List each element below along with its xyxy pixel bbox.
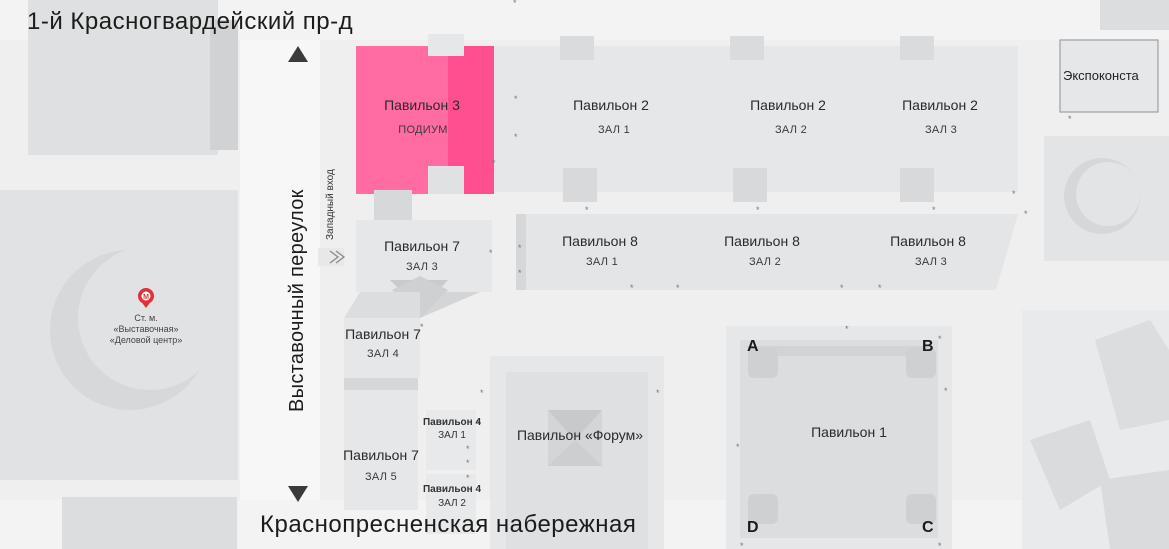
pavilion-2-hall-1-name[interactable]: Павильон 2 [573, 97, 649, 113]
svg-text:*: * [630, 283, 634, 293]
svg-text:*: * [938, 541, 942, 549]
pavilion-2-hall-2-name[interactable]: Павильон 2 [750, 97, 826, 113]
pavilion-8-hall-3: ЗАЛ 3 [914, 256, 948, 268]
svg-text:*: * [585, 205, 589, 215]
svg-text:*: * [1024, 209, 1028, 219]
expocenter-label[interactable]: Экспоконста [1063, 68, 1139, 83]
metro-station-label: Ст. м. «Выставочная» «Деловой центр» [109, 313, 183, 345]
svg-text:*: * [845, 324, 849, 334]
svg-text:*: * [676, 283, 680, 293]
pavilion-7-hall-5: ЗАЛ 5 [364, 471, 398, 483]
svg-text:*: * [878, 283, 882, 293]
arrow-down-icon [288, 486, 308, 502]
svg-text:*: * [1012, 189, 1016, 199]
pavilion-7-hall-3-name[interactable]: Павильон 7 [384, 238, 460, 254]
svg-text:*: * [466, 458, 470, 468]
street-left-label: Выставочный переулок [286, 189, 308, 412]
pavilion-2-hall-3: ЗАЛ 3 [924, 124, 958, 136]
svg-text:*: * [1068, 114, 1072, 124]
arrow-up-icon [288, 46, 308, 62]
corner-a-label: A [747, 338, 759, 355]
pavilion-1-name[interactable]: Павильон 1 [811, 424, 887, 440]
pavilion-4-hall-2: ЗАЛ 2 [438, 498, 466, 509]
svg-text:*: * [932, 205, 936, 215]
svg-text:*: * [518, 243, 522, 253]
pavilion-forum-name[interactable]: Павильон «Форум» [516, 427, 644, 443]
svg-text:*: * [740, 541, 744, 549]
pavilion-3-hall: ПОДИУМ [398, 124, 448, 136]
corner-c-label: C [922, 519, 934, 536]
pavilion-7-hall-4: ЗАЛ 4 [366, 348, 400, 360]
pavilion-8-hall-1-name[interactable]: Павильон 8 [562, 233, 638, 249]
pavilion-2-hall-2: ЗАЛ 2 [774, 124, 808, 136]
pavilion-7-hall-4-name[interactable]: Павильон 7 [345, 326, 421, 342]
svg-text:*: * [466, 444, 470, 454]
svg-text:*: * [756, 205, 760, 215]
pavilion-4-hall-1: ЗАЛ 1 [438, 430, 466, 441]
pavilion-8-hall-3-name[interactable]: Павильон 8 [890, 233, 966, 249]
svg-text:*: * [656, 388, 660, 398]
pavilion-7-hall-3: ЗАЛ 3 [405, 261, 439, 273]
svg-text:*: * [420, 322, 424, 332]
pavilion-7-hall-5-name[interactable]: Павильон 7 [343, 447, 419, 463]
corner-b-label: B [922, 338, 934, 355]
pavilion-4-hall-1-name[interactable]: Павильон 4 [422, 417, 482, 428]
west-entrance-label: Западный вход [325, 169, 336, 240]
svg-text:*: * [513, 0, 517, 8]
svg-text:*: * [492, 158, 496, 168]
svg-text:*: * [944, 386, 948, 396]
svg-text:*: * [480, 388, 484, 398]
pavilion-8-hall-2-name[interactable]: Павильон 8 [724, 233, 800, 249]
pavilion-4-hall-2-name[interactable]: Павильон 4 [422, 484, 482, 495]
svg-text:*: * [840, 283, 844, 293]
corner-d-label: D [747, 519, 759, 536]
pavilion-8-hall-2: ЗАЛ 2 [748, 256, 782, 268]
svg-text:*: * [476, 418, 480, 428]
svg-text:*: * [489, 248, 493, 258]
svg-text:*: * [514, 94, 518, 104]
svg-text:*: * [514, 132, 518, 142]
pavilion-2-hall-3-name[interactable]: Павильон 2 [902, 97, 978, 113]
svg-text:*: * [466, 473, 470, 483]
pavilion-3-name[interactable]: Павильон 3 [384, 97, 460, 113]
svg-text:М: М [143, 294, 149, 301]
svg-text:*: * [938, 334, 942, 344]
svg-text:*: * [518, 268, 522, 278]
svg-text:*: * [736, 442, 740, 452]
street-bottom-label: Краснопресненская набережная [260, 511, 637, 538]
street-top-label: 1-й Красногвардейский пр-д [27, 8, 354, 35]
pavilion-8-hall-1: ЗАЛ 1 [585, 256, 619, 268]
pavilion-2-hall-1: ЗАЛ 1 [597, 124, 631, 136]
